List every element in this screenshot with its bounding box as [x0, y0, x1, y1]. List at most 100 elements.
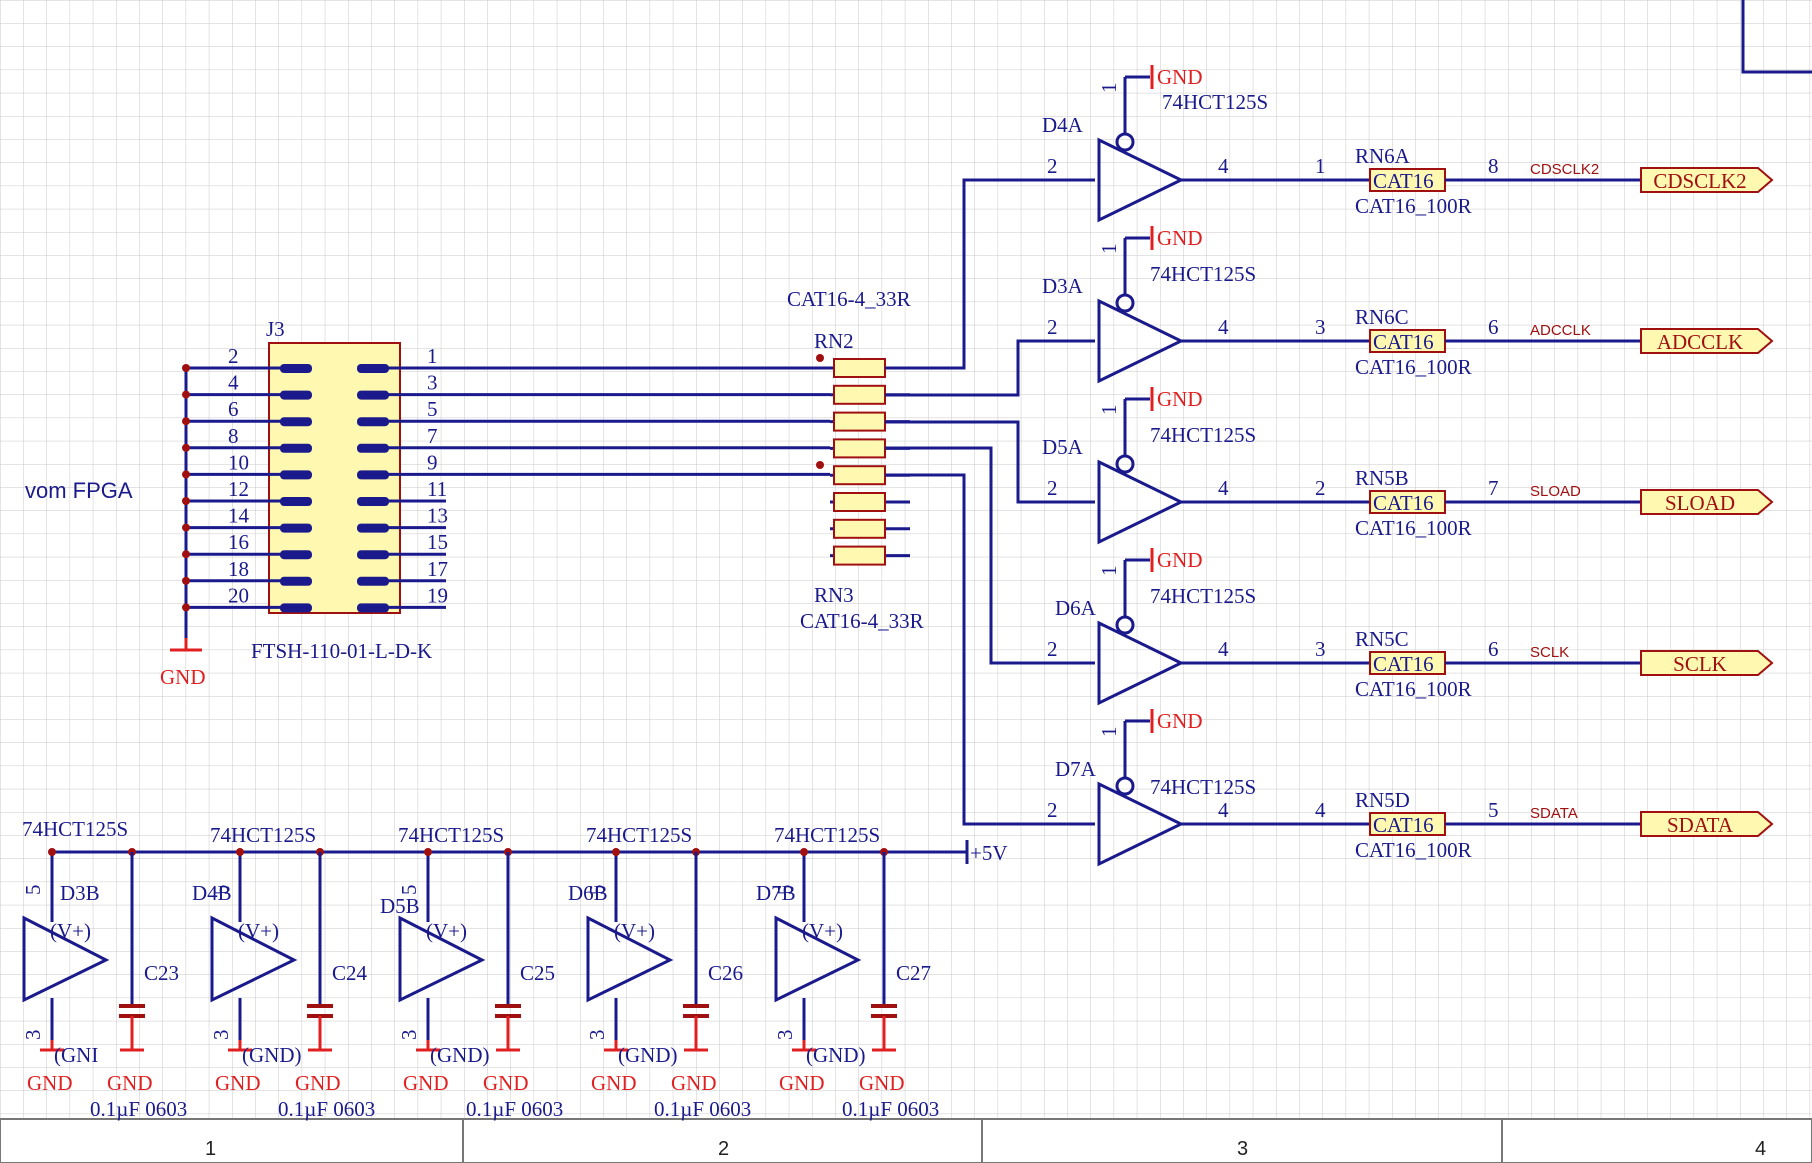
series-resistor-body: CAT16 [1373, 169, 1434, 193]
connector-pad [280, 364, 312, 373]
junction-dot [182, 390, 190, 399]
series-resistor-value: CAT16_100R [1355, 838, 1472, 862]
connector-j3[interactable]: J3 vom FPGA FTSH-110-01-L-D-K GND 246810… [25, 317, 830, 689]
cap-ref: C24 [332, 961, 368, 985]
port-label: CDSCLK2 [1653, 169, 1746, 193]
pin-number: 4 [1218, 476, 1229, 500]
rn-element [833, 384, 886, 405]
pin-number: 3 [1315, 315, 1326, 339]
rn-element [833, 545, 886, 566]
junction-dot [182, 497, 190, 505]
connector-pin-number: 10 [228, 450, 249, 474]
connector-pad [357, 364, 389, 373]
cap-value: 0.1µF 0603 [278, 1097, 375, 1121]
cap-value: 0.1µF 0603 [842, 1097, 939, 1121]
gnd-label: GND [1157, 709, 1203, 733]
connector-pad [280, 443, 312, 453]
gnd-label: GND [107, 1071, 153, 1095]
pin-number: 2 [1047, 798, 1058, 822]
pin-number: 1 [1097, 244, 1121, 255]
zone-border: 1 2 3 4 [0, 1118, 1812, 1163]
gnd-label: GND [859, 1071, 905, 1095]
pin-number: 4 [1218, 798, 1229, 822]
junction-dot [182, 603, 190, 612]
junction-dot [236, 848, 244, 856]
buffer-triangle [1097, 137, 1185, 223]
rn-element [833, 358, 886, 378]
gnd-label: GND [483, 1071, 529, 1095]
unit-ref: D7B [756, 881, 796, 905]
connector-ref: J3 [266, 317, 285, 341]
buffer-triangle [1097, 620, 1185, 706]
connector-pin-number: 6 [228, 397, 239, 421]
pin-number: 4 [1315, 798, 1326, 822]
junction-dot [182, 470, 190, 479]
connector-pad [280, 576, 312, 586]
gnd-label: GND [27, 1071, 73, 1095]
connector-pad [280, 550, 312, 560]
port-cdsclk2[interactable]: CDSCLK2 [1640, 167, 1774, 193]
buffer-triangle [774, 915, 862, 1003]
junction-dot [182, 443, 190, 452]
connector-pad [280, 390, 312, 400]
gnd-label: GND [1157, 548, 1203, 572]
port-shape [1640, 167, 1774, 193]
net-label: SLOAD [1530, 483, 1581, 500]
connector-pin-number: 9 [427, 450, 438, 474]
buffer-part: 74HCT125S [1150, 423, 1256, 447]
connector-pad [280, 470, 312, 480]
vcc-label: +5V [970, 841, 1008, 865]
pin-number: 3 [1315, 637, 1326, 661]
pin-number: 4 [1218, 637, 1229, 661]
buffer-part: 74HCT125S [1150, 584, 1256, 608]
unit-ref: D3B [60, 881, 100, 905]
connector-pin-number: 18 [228, 557, 249, 581]
pin-number: 4 [1218, 154, 1229, 178]
buffer-ref: D3A [1042, 274, 1084, 298]
zone-label: 1 [205, 1138, 216, 1160]
buffer-triangle [586, 915, 674, 1003]
junction-dot [182, 364, 190, 372]
pin1-marker [816, 461, 824, 469]
pin-number: 1 [1097, 83, 1121, 94]
connector-part: FTSH-110-01-L-D-K [251, 639, 432, 663]
pin-number: 6 [1488, 637, 1499, 661]
port-sdata[interactable]: SDATA [1640, 811, 1774, 837]
series-resistor-ref: RN6A [1355, 144, 1411, 168]
connector-pin-number: 16 [228, 530, 249, 554]
pin-number: 3 [21, 1030, 45, 1041]
pin-number: 3 [585, 1030, 609, 1041]
port-label: SLOAD [1665, 491, 1735, 515]
pin-number: 2 [1047, 154, 1058, 178]
buffer-triangle [22, 915, 110, 1003]
connector-pad [357, 576, 389, 586]
port-label: SDATA [1667, 813, 1734, 837]
pin-number: 7 [1488, 476, 1499, 500]
port-sclk[interactable]: SCLK [1640, 650, 1774, 676]
port-adcclk[interactable]: ADCCLK [1640, 328, 1774, 354]
pin-number: 1 [1097, 727, 1121, 738]
cap-value: 0.1µF 0603 [90, 1097, 187, 1121]
cap-value: 0.1µF 0603 [654, 1097, 751, 1121]
port-sload[interactable]: SLOAD [1640, 489, 1774, 515]
gnd-pin-label: (GND) [430, 1043, 489, 1067]
connector-pin-number: 2 [228, 344, 239, 368]
connector-side-label: vom FPGA [25, 478, 133, 503]
series-resistor-ref: RN5D [1355, 788, 1410, 812]
connector-pad [280, 603, 312, 613]
